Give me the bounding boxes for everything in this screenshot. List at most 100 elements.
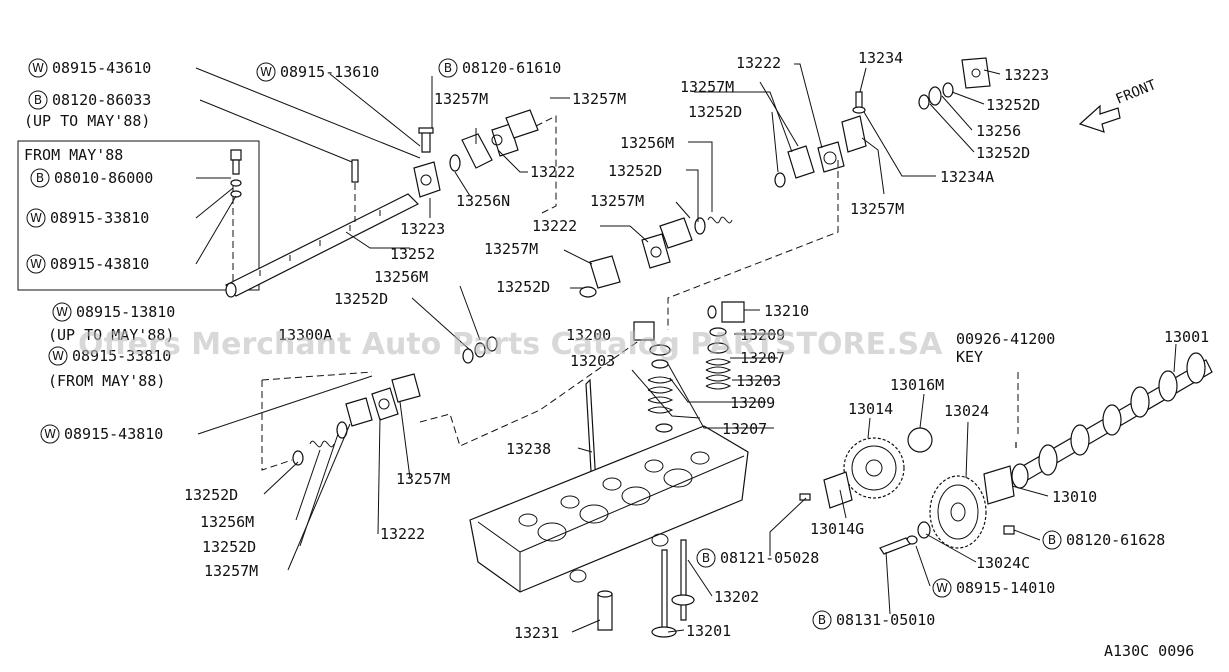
callout-prefix: W xyxy=(56,305,68,319)
rocker-arms-middle xyxy=(579,216,733,298)
from-may88-box xyxy=(17,140,260,291)
callout-prefix: B xyxy=(34,93,42,107)
part-label-13256m: 13256M xyxy=(200,513,254,531)
callout-w-08915-43610: W 08915-43610 xyxy=(28,58,151,78)
part-label-13252d: 13252D xyxy=(184,486,238,504)
leader-lines xyxy=(195,63,1177,633)
part-label-13234: 13234 xyxy=(858,49,903,67)
part-label-13210: 13210 xyxy=(764,302,809,320)
rocker-shaft-left xyxy=(225,172,420,298)
callout-prefix: W xyxy=(260,65,272,79)
cylinder-head xyxy=(469,425,749,593)
callout-number: 08120-61610 xyxy=(462,59,561,77)
callout-prefix: W xyxy=(30,257,42,271)
part-label-13010: 13010 xyxy=(1052,488,1097,506)
part-label-13252d: 13252D xyxy=(202,538,256,556)
part-label-13014: 13014 xyxy=(848,400,893,418)
part-label-13256n: 13256N xyxy=(456,192,510,210)
part-label-13222: 13222 xyxy=(380,525,425,543)
part-label-13222: 13222 xyxy=(736,54,781,72)
part-label-13024c: 13024C xyxy=(976,554,1030,572)
part-label-13001: 13001 xyxy=(1164,328,1209,346)
callout-prefix: W xyxy=(52,349,64,363)
note-up-to-may88: (UP TO MAY'88) xyxy=(24,112,150,130)
part-label-13252d: 13252D xyxy=(688,103,742,121)
part-label-13257m: 13257M xyxy=(850,200,904,218)
callout-prefix: W xyxy=(32,61,44,75)
part-label-13256: 13256 xyxy=(976,122,1021,140)
key-label: KEY xyxy=(956,348,983,366)
valves xyxy=(597,539,695,638)
camshaft-gear-13024 xyxy=(799,465,1015,555)
part-label-13223: 13223 xyxy=(1004,66,1049,84)
watermark-text: Offers Merchant Auto Parts Catalog PARTS… xyxy=(78,327,943,362)
part-label-13222: 13222 xyxy=(530,163,575,181)
part-label-13252: 13252 xyxy=(390,245,435,263)
callout-prefix: B xyxy=(36,171,44,185)
part-label-13223: 13223 xyxy=(400,220,445,238)
part-label-13200: 13200 xyxy=(566,326,611,344)
part-label-13300a: 13300A xyxy=(278,326,332,344)
idler-gear-13014 xyxy=(823,427,933,509)
callout-b-08121-05028: B 08121-05028 xyxy=(696,548,819,568)
callout-b-08120-61628: B 08120-61628 xyxy=(1042,530,1165,550)
callout-w-08915-33810: W 08915-33810 (FROM MAY'88) xyxy=(48,346,171,390)
part-label-13252d: 13252D xyxy=(976,144,1030,162)
part-label-13014g: 13014G xyxy=(810,520,864,538)
part-label-13201: 13201 xyxy=(686,622,731,640)
note-from-may88: (FROM MAY'88) xyxy=(48,372,165,390)
callout-w-08915-33810-box: W 08915-33810 xyxy=(26,208,149,228)
callout-number: 08131-05010 xyxy=(836,611,935,629)
callout-prefix: B xyxy=(444,61,452,75)
part-label-13257m: 13257M xyxy=(396,470,450,488)
callout-number: 08915-33810 xyxy=(72,347,171,365)
front-arrow: FRONT xyxy=(1078,77,1159,133)
callout-b-08010-86000: B 08010-86000 xyxy=(30,168,153,188)
key-part-number: 00926-41200 xyxy=(956,330,1055,348)
part-label-13257m: 13257M xyxy=(572,90,626,108)
rocker-arms-upper xyxy=(449,109,557,215)
part-label-13209: 13209 xyxy=(740,326,785,344)
rocker-shaft-bracket xyxy=(351,127,441,198)
callout-prefix: W xyxy=(44,427,56,441)
inset-box-title: FROM MAY'88 xyxy=(24,146,123,164)
camshaft xyxy=(1011,352,1213,489)
callout-number: 08915-14010 xyxy=(956,579,1055,597)
callout-w-08915-14010: W 08915-14010 xyxy=(932,578,1055,598)
part-label-13257m: 13257M xyxy=(590,192,644,210)
callout-number: 08915-43610 xyxy=(52,59,151,77)
callout-prefix: B xyxy=(702,551,710,565)
callout-number: 08915-13810 xyxy=(76,303,175,321)
part-label-13234a: 13234A xyxy=(940,168,994,186)
part-label-13203: 13203 xyxy=(736,372,781,390)
part-label-13207: 13207 xyxy=(740,349,785,367)
callout-number: 08010-86000 xyxy=(54,169,153,187)
valve-springs-center xyxy=(633,301,745,433)
callout-prefix: B xyxy=(1048,533,1056,547)
part-label-13222: 13222 xyxy=(532,217,577,235)
part-label-13252d: 13252D xyxy=(334,290,388,308)
callout-b-08131-05010: B 08131-05010 xyxy=(812,610,935,630)
part-label-13256m: 13256M xyxy=(620,134,674,152)
rocker-arms-lower-left xyxy=(261,336,641,471)
note-up-to-may88-b: (UP TO MAY'88) xyxy=(48,326,174,344)
diagram-code: A130C 0096 xyxy=(1104,642,1194,660)
part-label-13252d: 13252D xyxy=(496,278,550,296)
callout-w-08915-43810: W 08915-43810 xyxy=(40,424,163,444)
callout-prefix: W xyxy=(30,211,42,225)
part-label-13257m: 13257M xyxy=(434,90,488,108)
part-label-13252d: 13252D xyxy=(986,96,1040,114)
part-label-13257m: 13257M xyxy=(204,562,258,580)
callout-w-08915-43810-box: W 08915-43810 xyxy=(26,254,149,274)
part-label-13257m: 13257M xyxy=(484,240,538,258)
callout-number: 08915-43810 xyxy=(50,255,149,273)
part-label-13209: 13209 xyxy=(730,394,775,412)
part-label-13016m: 13016M xyxy=(890,376,944,394)
rocker-arms-upper-right xyxy=(667,57,991,330)
part-label-13202: 13202 xyxy=(714,588,759,606)
callout-b-08120-86033: B 08120-86033 (UP TO MAY'88) xyxy=(24,90,151,130)
callout-number: 08120-86033 xyxy=(52,91,151,109)
part-label-13257m: 13257M xyxy=(680,78,734,96)
part-label-13256m: 13256M xyxy=(374,268,428,286)
